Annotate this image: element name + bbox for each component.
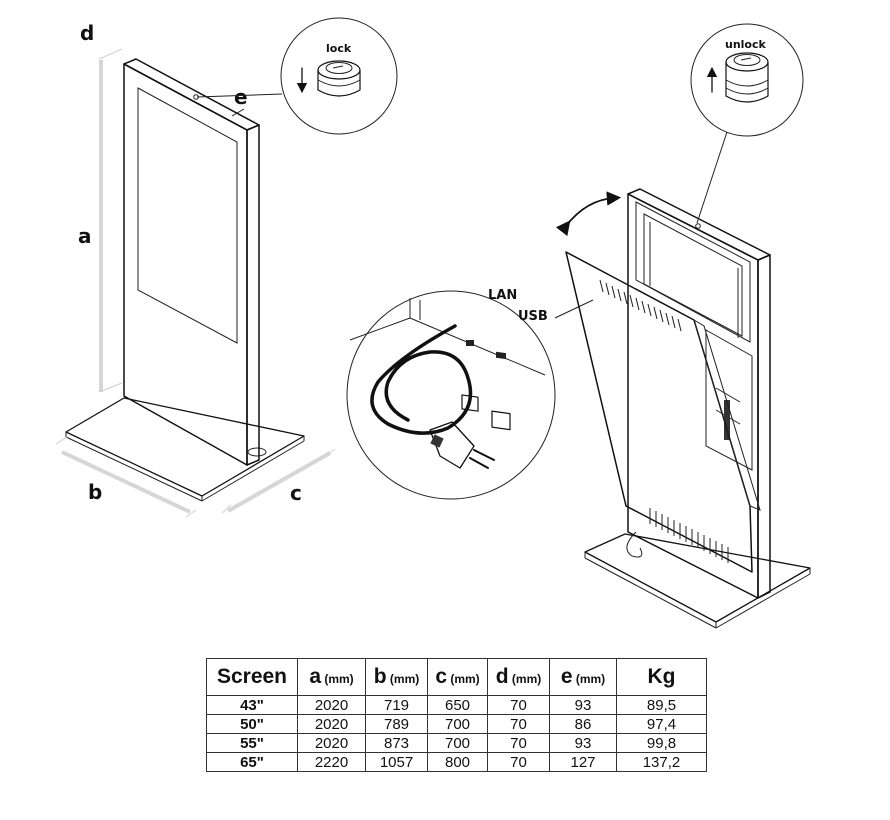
table-cell: 70 [487, 714, 550, 734]
table-cell: 70 [487, 733, 550, 753]
screen-size-cell: 50" [206, 714, 298, 734]
lan-label: LAN [488, 288, 517, 303]
header-main: c [435, 665, 447, 688]
table-cell: 93 [549, 733, 617, 753]
unlock-detail: unlock [690, 23, 804, 224]
power-plug-icon [429, 421, 495, 469]
header-main: Screen [216, 665, 288, 688]
unlock-label: unlock [725, 38, 767, 51]
dim-label-c: c [290, 481, 302, 505]
header-unit: (mm) [447, 672, 480, 686]
table-cell: 70 [487, 752, 550, 772]
table-cell: 700 [427, 714, 488, 734]
header-cell: d (mm) [487, 658, 550, 696]
header-unit: (mm) [508, 672, 542, 686]
front-kiosk-drawing: d a b c e [55, 21, 336, 518]
header-cell: Kg [616, 658, 707, 696]
dim-label-d: d [80, 21, 94, 45]
screen-size-cell: 55" [206, 733, 298, 753]
lock-label: lock [326, 42, 352, 55]
header-cell: b (mm) [365, 658, 428, 696]
kiosk-diagram: d a b c e lock [55, 17, 811, 629]
table-cell: 2220 [297, 752, 366, 772]
header-main: b [373, 665, 387, 688]
lock-cylinder-icon [317, 60, 361, 97]
header-unit: (mm) [321, 672, 354, 686]
header-cell: a (mm) [297, 658, 366, 696]
usb-label: USB [518, 309, 548, 324]
header-main: Kg [647, 665, 676, 688]
table-cell: 789 [365, 714, 428, 734]
screen-size-cell: 43" [206, 695, 298, 715]
dim-label-e: e [234, 85, 248, 109]
header-cell: e (mm) [549, 658, 617, 696]
table-cell: 93 [549, 695, 617, 715]
usb-port-icon [491, 351, 511, 431]
header-main: e [560, 665, 573, 688]
table-cell: 650 [427, 695, 488, 715]
dim-label-a: a [78, 224, 92, 248]
table-cell: 137,2 [616, 752, 707, 772]
screen-size-cell: 65" [206, 752, 298, 772]
header-main: d [495, 665, 509, 688]
header-unit: (mm) [386, 672, 420, 686]
header-unit: (mm) [572, 672, 606, 686]
table-cell: 89,5 [616, 695, 707, 715]
table-cell: 873 [365, 733, 428, 753]
lock-detail: lock [196, 17, 398, 135]
unlock-cylinder-icon [725, 52, 769, 103]
table-cell: 2020 [297, 714, 366, 734]
table-cell: 2020 [297, 733, 366, 753]
table-cell: 70 [487, 695, 550, 715]
table-cell: 719 [365, 695, 428, 715]
table-cell: 127 [549, 752, 617, 772]
header-cell: c (mm) [427, 658, 488, 696]
connector-detail: LAN USB [346, 288, 594, 500]
header-cell: Screen [206, 658, 298, 696]
open-kiosk-drawing [555, 188, 811, 629]
table-cell: 97,4 [616, 714, 707, 734]
table-cell: 1057 [365, 752, 428, 772]
dim-label-b: b [88, 480, 102, 504]
table-cell: 800 [427, 752, 488, 772]
table-cell: 700 [427, 733, 488, 753]
header-main: a [309, 665, 321, 688]
table-cell: 99,8 [616, 733, 707, 753]
table-cell: 2020 [297, 695, 366, 715]
table-cell: 86 [549, 714, 617, 734]
